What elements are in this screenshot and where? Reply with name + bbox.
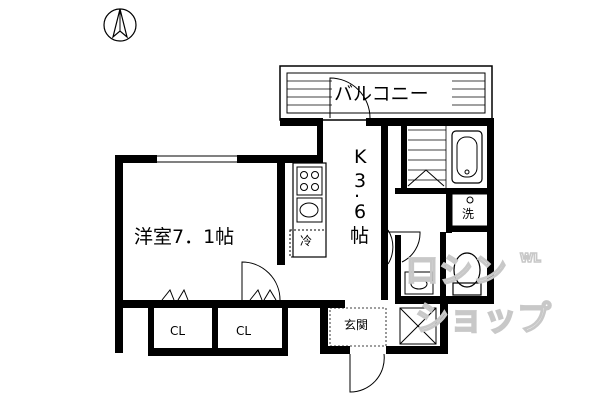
shoe-box bbox=[399, 307, 437, 345]
fridge-label: 冷 bbox=[300, 234, 312, 248]
western-room-label: 洋室7．1帖 bbox=[134, 226, 234, 248]
kitchen-label-k: K bbox=[354, 146, 367, 168]
washer-area bbox=[451, 193, 489, 227]
doors bbox=[161, 229, 421, 393]
sink-icon bbox=[296, 197, 323, 223]
watermark-line2: ショップ bbox=[415, 299, 551, 339]
watermark-line1: ロシン bbox=[405, 251, 507, 291]
window bbox=[157, 155, 237, 163]
kitchen-label-num1: 3 bbox=[354, 170, 366, 192]
balcony-label: バルコニー bbox=[334, 83, 429, 105]
closet-left-label: CL bbox=[170, 324, 185, 338]
closet-right-label: CL bbox=[236, 324, 251, 338]
walls bbox=[115, 118, 494, 356]
bathtub-icon bbox=[451, 130, 483, 184]
basin-icon bbox=[404, 271, 434, 295]
entrance-label: 玄関 bbox=[344, 317, 368, 332]
kitchen-label-num2: 6 bbox=[354, 201, 366, 223]
watermark: ロシン ショップ WL bbox=[404, 250, 552, 340]
washer-label: 洗 bbox=[462, 207, 474, 221]
kitchen-label-unit: 帖 bbox=[350, 225, 369, 247]
watermark-small: WL bbox=[520, 251, 541, 265]
bathroom bbox=[407, 126, 483, 188]
north-compass-icon bbox=[103, 8, 137, 42]
kitchen-counter bbox=[289, 162, 327, 258]
stove-icon bbox=[296, 166, 323, 196]
kitchen-label-dot: . bbox=[354, 180, 360, 202]
toilet-icon bbox=[452, 252, 482, 296]
